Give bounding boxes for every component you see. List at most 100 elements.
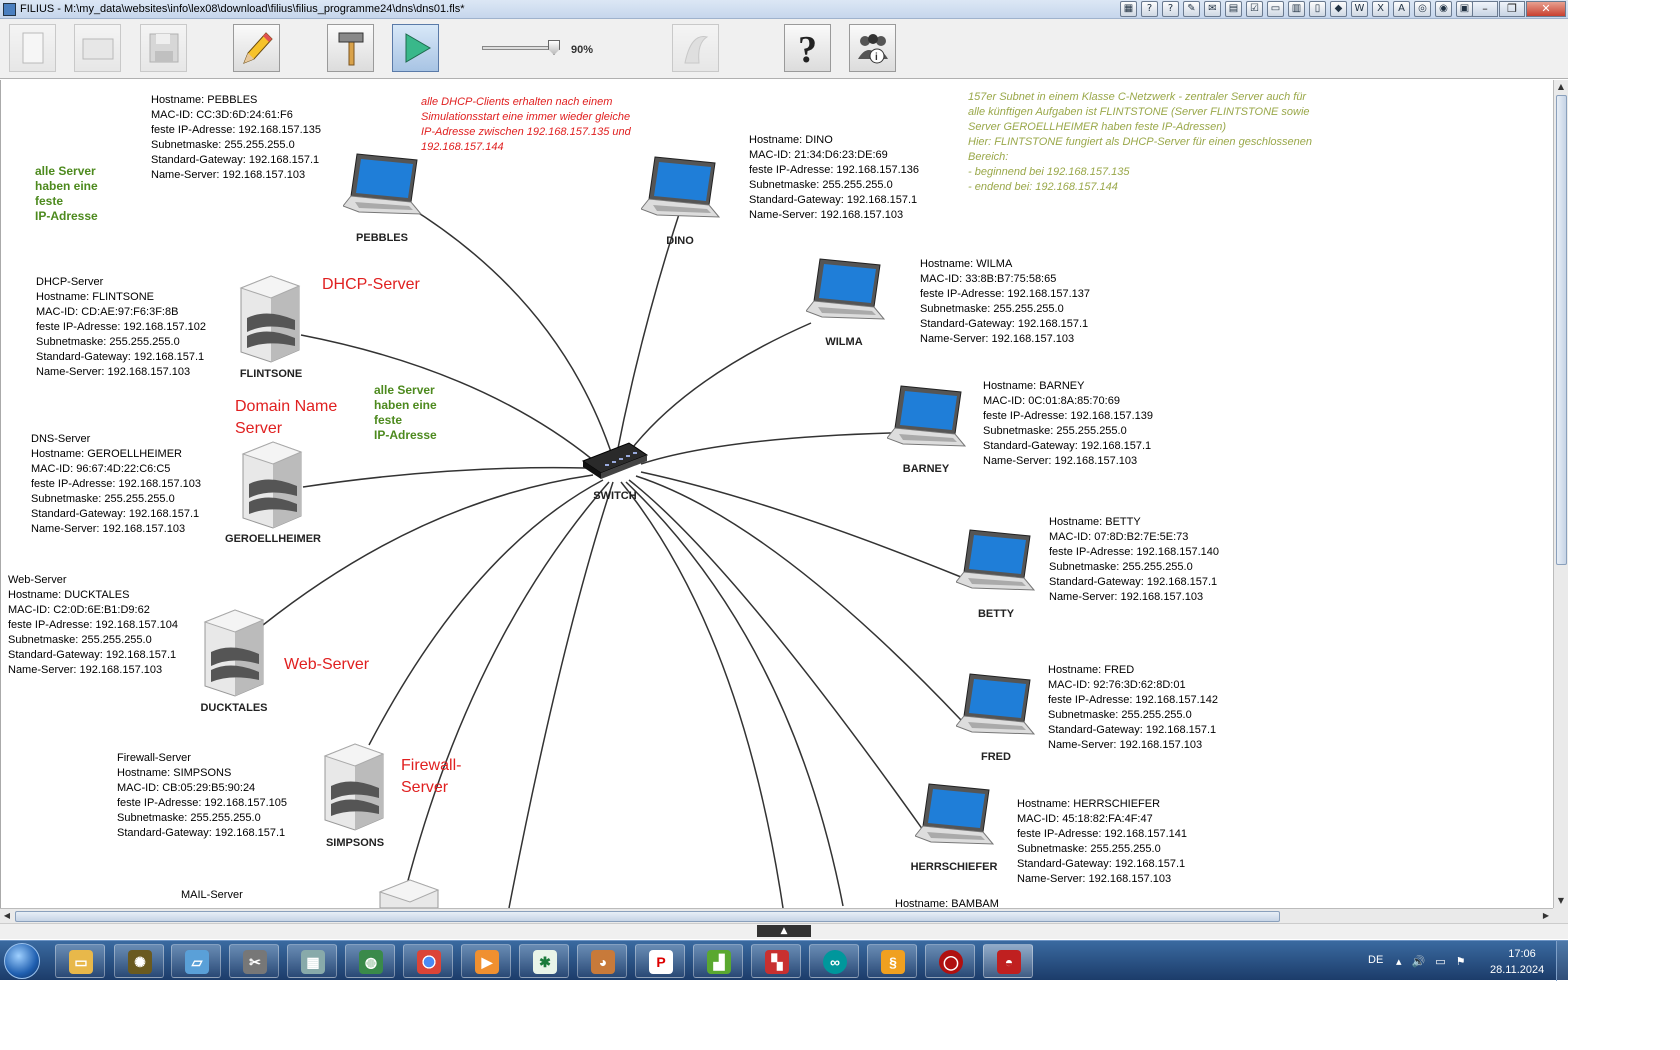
taskbar-chart-app[interactable]: ▟ — [693, 944, 743, 978]
taskbar-red-app[interactable]: ◯ — [925, 944, 975, 978]
word-quick-icon[interactable]: W — [1351, 1, 1368, 17]
info-line: Hostname: SIMPSONS — [117, 767, 232, 779]
server-flintsone[interactable] — [237, 274, 305, 371]
laptop-betty[interactable] — [955, 526, 1038, 609]
taskbar-explorer[interactable]: ▭ — [55, 944, 105, 978]
help-button[interactable]: ? — [784, 24, 831, 72]
scroll-right-arrow-icon[interactable]: ▶ — [1542, 911, 1550, 920]
laptop-label: BARNEY — [902, 463, 950, 475]
laptop-icon — [955, 529, 1036, 591]
save-icon — [149, 33, 179, 63]
laptop-pebbles[interactable] — [342, 150, 425, 233]
maximize-button[interactable]: ❐ — [1499, 1, 1525, 17]
info-line: Standard-Gateway: 192.168.157.1 — [36, 351, 205, 363]
system-tray-icons[interactable]: ▴🔊▭⚑ — [1396, 955, 1476, 968]
build-button[interactable] — [327, 24, 374, 72]
laptop-barney[interactable] — [886, 382, 969, 465]
laptop-herrschiefer[interactable] — [914, 780, 997, 863]
taskbar-tools-app[interactable]: ✂ — [229, 944, 279, 978]
cable-barney — [640, 432, 892, 465]
laptop-icon — [342, 153, 423, 215]
app-quick-icon[interactable]: ◉ — [1435, 1, 1452, 17]
server-label: DUCKTALES — [200, 702, 268, 714]
about-button[interactable]: i — [849, 24, 896, 72]
svg-text:i: i — [875, 52, 878, 63]
red-app-icon: ◯ — [939, 950, 963, 974]
server-simpsons[interactable] — [321, 742, 389, 839]
horizontal-scroll-thumb[interactable] — [15, 911, 1280, 922]
server-mail[interactable] — [376, 878, 444, 908]
info-line: Name-Server: 192.168.157.103 — [1049, 591, 1204, 603]
minimize-button[interactable]: – — [1472, 1, 1498, 17]
info-line: Subnetmaske: 255.255.255.0 — [151, 139, 295, 151]
task-quick-icon[interactable]: ☑ — [1246, 1, 1263, 17]
excel-quick-icon[interactable]: X — [1372, 1, 1389, 17]
server-icon — [241, 441, 303, 529]
window-quick-icon[interactable]: ▭ — [1267, 1, 1284, 17]
taskbar-settings-tool[interactable]: ✺ — [114, 944, 164, 978]
taskbar-editor-app[interactable]: § — [867, 944, 917, 978]
switch-icon — [581, 442, 649, 479]
taskbar-globe-app[interactable]: ◍ — [345, 944, 395, 978]
horizontal-scrollbar[interactable]: ◀ ▶ — [0, 908, 1553, 923]
edit-quick-icon[interactable]: ✎ — [1183, 1, 1200, 17]
save-button[interactable] — [140, 24, 187, 72]
scroll-up-arrow-icon[interactable]: ▲ — [1557, 82, 1565, 91]
clock-date[interactable]: 28.11.2024 — [1490, 964, 1545, 976]
vertical-scroll-thumb[interactable] — [1556, 95, 1567, 565]
taskbar-p-app[interactable]: P — [635, 944, 685, 978]
taskbar-paint-app[interactable]: ◕ — [577, 944, 627, 978]
taskbar-media-player[interactable]: ▶ — [461, 944, 511, 978]
cable-extra-2 — [620, 481, 784, 908]
taskbar-arduino[interactable]: ∞ — [809, 944, 859, 978]
app-quick-icon[interactable]: ◎ — [1414, 1, 1431, 17]
mail-quick-icon[interactable]: ✉ — [1204, 1, 1221, 17]
play-icon — [405, 33, 431, 63]
expand-panel-button[interactable]: ▲ — [757, 925, 811, 937]
wizard-icon — [684, 36, 709, 64]
language-indicator[interactable]: DE — [1368, 954, 1384, 966]
taskbar-filius-app[interactable]: ▚ — [751, 944, 801, 978]
simulation-mode-button[interactable] — [392, 24, 439, 72]
help-quick-icon[interactable]: ? — [1162, 1, 1179, 17]
taskbar-calculator[interactable]: ▦ — [287, 944, 337, 978]
laptop-wilma[interactable] — [805, 255, 888, 338]
info-line: Subnetmaske: 255.255.255.0 — [749, 179, 893, 191]
book-quick-icon[interactable]: ▯ — [1309, 1, 1326, 17]
doc-quick-icon[interactable]: ▤ — [1225, 1, 1242, 17]
new-document-button[interactable] — [9, 24, 56, 72]
vertical-scrollbar[interactable]: ▲ ▼ — [1553, 80, 1568, 908]
switch-node[interactable] — [581, 435, 649, 486]
gear-icon: ✺ — [128, 950, 152, 974]
info-line: feste IP-Adresse: 192.168.157.140 — [1049, 546, 1220, 558]
speed-slider-thumb[interactable] — [548, 40, 560, 55]
server-geroellheimer[interactable] — [239, 440, 307, 537]
cable-geroellheimer — [302, 466, 587, 488]
access-quick-icon[interactable]: A — [1393, 1, 1410, 17]
server-ducktales[interactable] — [201, 608, 269, 705]
notes-quick-icon[interactable]: ▥ — [1288, 1, 1305, 17]
quick-launch-icon[interactable]: ▦ — [1120, 1, 1137, 17]
start-button[interactable] — [4, 943, 40, 979]
tag-quick-icon[interactable]: ◆ — [1330, 1, 1347, 17]
info-line: Hostname: DINO — [749, 134, 833, 146]
laptop-fred[interactable] — [955, 670, 1038, 753]
taskbar-notepad-app[interactable]: ▱ — [171, 944, 221, 978]
wizard-button[interactable] — [672, 24, 719, 72]
app-quick-icon[interactable]: ▣ — [1456, 1, 1473, 17]
laptop-dino[interactable] — [640, 153, 723, 236]
scroll-down-arrow-icon[interactable]: ▼ — [1557, 896, 1565, 905]
show-desktop-button[interactable] — [1556, 941, 1568, 981]
scroll-left-arrow-icon[interactable]: ◀ — [3, 911, 11, 920]
network-canvas[interactable]: SWITCH PEBBLES DINO WILMA BARNEY BETTY F… — [0, 80, 1553, 908]
taskbar-filius-active[interactable]: ◓ — [983, 944, 1033, 978]
help-quick-icon[interactable]: ? — [1141, 1, 1158, 17]
clock-time[interactable]: 17:06 — [1508, 948, 1536, 960]
open-button[interactable] — [74, 24, 121, 72]
taskbar-green-app[interactable]: ✱ — [519, 944, 569, 978]
taskbar-chrome[interactable] — [403, 944, 453, 978]
close-button[interactable]: ✕ — [1526, 1, 1566, 17]
laptop-label: HERRSCHIEFER — [910, 861, 998, 873]
design-mode-button[interactable] — [233, 24, 280, 72]
laptop-icon — [886, 385, 967, 447]
